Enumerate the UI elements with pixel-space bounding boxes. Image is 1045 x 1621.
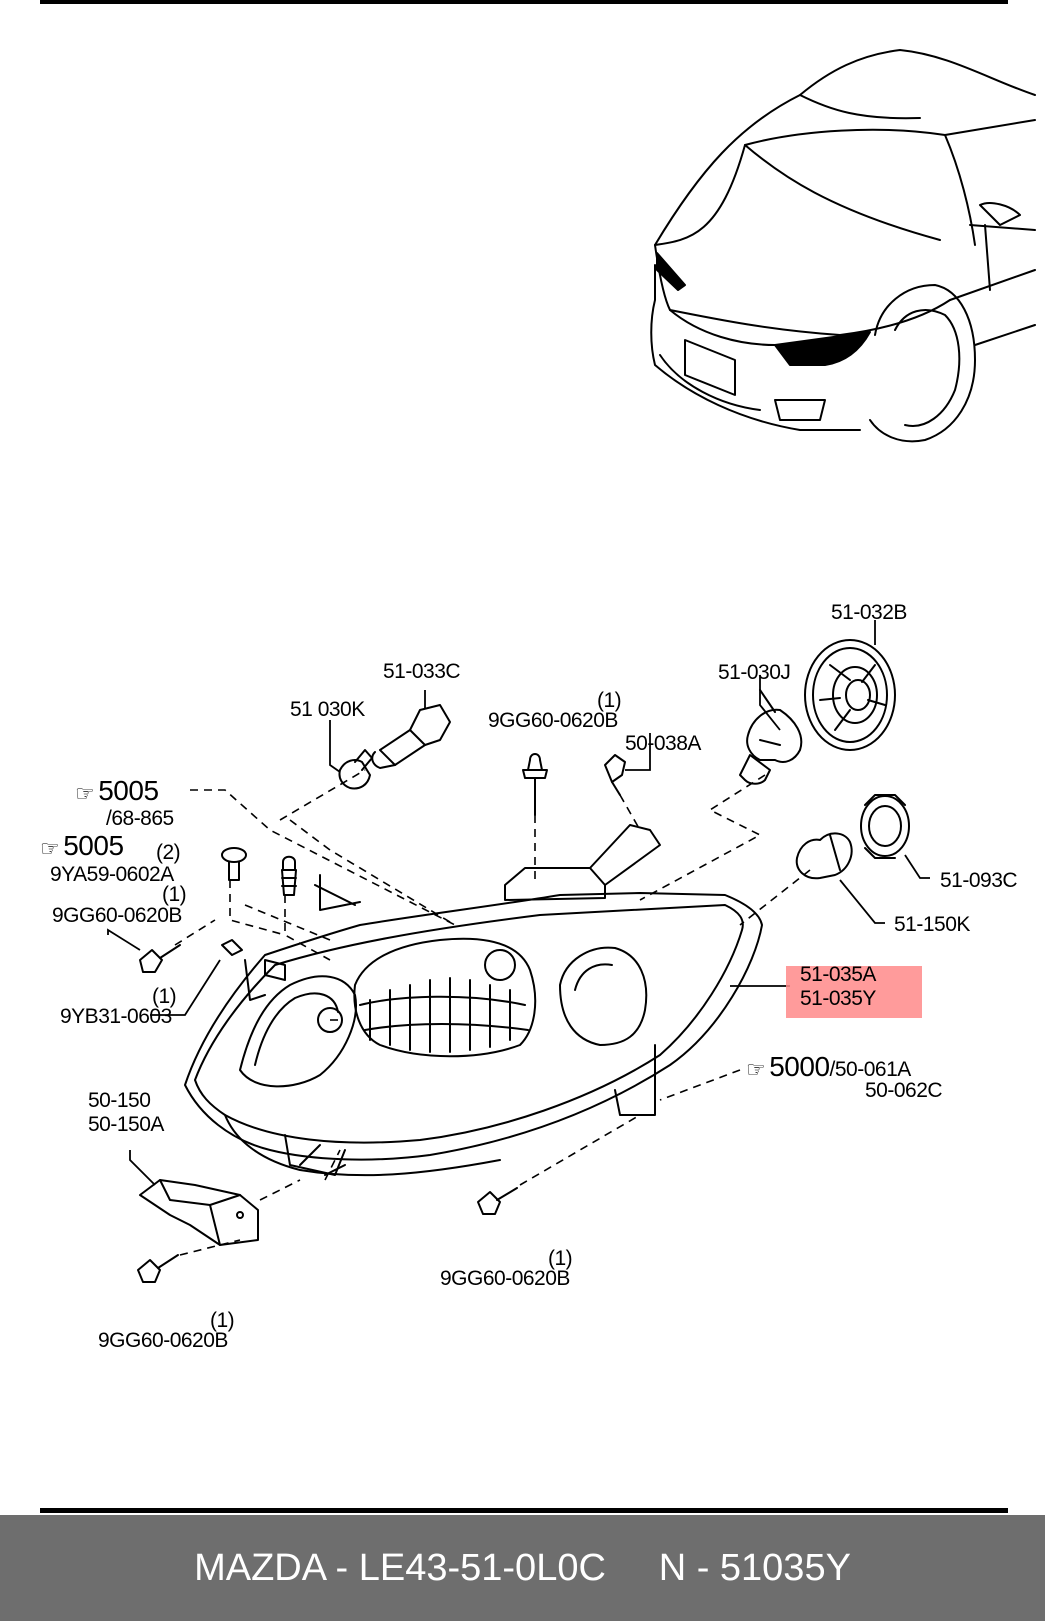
bulb-51-032b-cover [804, 639, 896, 751]
label-51-093c[interactable]: 51-093C [940, 869, 1018, 892]
label-51-030k[interactable]: 51 030K [290, 698, 365, 721]
pointing-hand-icon: ☞ [746, 1057, 766, 1083]
leader-lines [107, 620, 930, 1186]
ref-5005-b[interactable]: ☞5005 [40, 830, 124, 862]
footer-part-info: MAZDA - LE43-51-0L0C N - 51035Y [194, 1546, 851, 1589]
bulb-51-150k [795, 832, 853, 880]
car-headlamp-marks [656, 252, 871, 366]
clip-5005 [281, 855, 297, 896]
nut-9yb31 [221, 939, 243, 956]
bulb-51-030j [739, 689, 803, 785]
socket-51-093c [860, 794, 910, 859]
label-50-062c[interactable]: 50-062C [865, 1079, 943, 1102]
clip-9ya59 [221, 847, 247, 881]
car-illustration [650, 49, 1036, 443]
bulb-51-030k [338, 749, 373, 790]
label-51-030j[interactable]: 51-030J [718, 661, 791, 684]
top-rule [40, 0, 1008, 4]
bolt-9gg60-bottom [477, 1187, 518, 1215]
label-qty-9yb31: (1) [152, 985, 177, 1008]
label-68-865: /68-865 [106, 807, 174, 830]
label-50-038a[interactable]: 50-038A [625, 732, 701, 755]
label-9gg60-top[interactable]: 9GG60-0620B [488, 709, 618, 732]
label-qty-9ya59: (2) [156, 841, 181, 864]
label-9yb31[interactable]: 9YB31-0603 [60, 1005, 172, 1028]
label-51-032b[interactable]: 51-032B [831, 601, 907, 624]
clip-50-038a [604, 754, 626, 796]
label-qty-9gg60-left: (1) [162, 883, 187, 906]
label-50-150[interactable]: 50-150 [88, 1089, 151, 1112]
label-qty-9gg60-top: (1) [597, 689, 622, 712]
label-qty-9gg60-bottom-left: (1) [210, 1309, 235, 1332]
label-50-150a[interactable]: 50-150A [88, 1113, 164, 1136]
pointing-hand-icon: ☞ [75, 781, 95, 807]
bolt-9gg60-bottom-left [137, 1254, 179, 1283]
label-9gg60-bottom-left[interactable]: 9GG60-0620B [98, 1329, 228, 1352]
ref-5000[interactable]: ☞5000/50-061A [746, 1051, 911, 1083]
label-9ya59[interactable]: 9YA59-0602A [50, 863, 174, 886]
bottom-rule [40, 1508, 1008, 1513]
assembly-lines [174, 769, 811, 1256]
label-9gg60-left[interactable]: 9GG60-0620B [52, 904, 182, 927]
label-51-035y[interactable]: 51-035Y [800, 987, 876, 1010]
bulb-51-033c [371, 704, 451, 769]
bracket-50-150 [139, 1179, 259, 1246]
headlamp-exploded-diagram [107, 49, 1036, 1283]
label-51-150k[interactable]: 51-150K [894, 913, 970, 936]
footer-bar: MAZDA - LE43-51-0L0C N - 51035Y [0, 1515, 1045, 1621]
target-part-highlight [786, 966, 922, 1018]
ref-5005-a[interactable]: ☞5005 [75, 775, 159, 807]
label-9gg60-bottom[interactable]: 9GG60-0620B [440, 1267, 570, 1290]
screw-9gg60-top [522, 753, 548, 816]
label-51-033c[interactable]: 51-033C [383, 660, 461, 683]
headlamp-housing [184, 824, 763, 1177]
pointing-hand-icon: ☞ [40, 836, 60, 862]
label-qty-9gg60-bottom: (1) [548, 1247, 573, 1270]
bolt-9gg60-left [139, 944, 181, 973]
label-51-035a[interactable]: 51-035A [800, 963, 876, 986]
